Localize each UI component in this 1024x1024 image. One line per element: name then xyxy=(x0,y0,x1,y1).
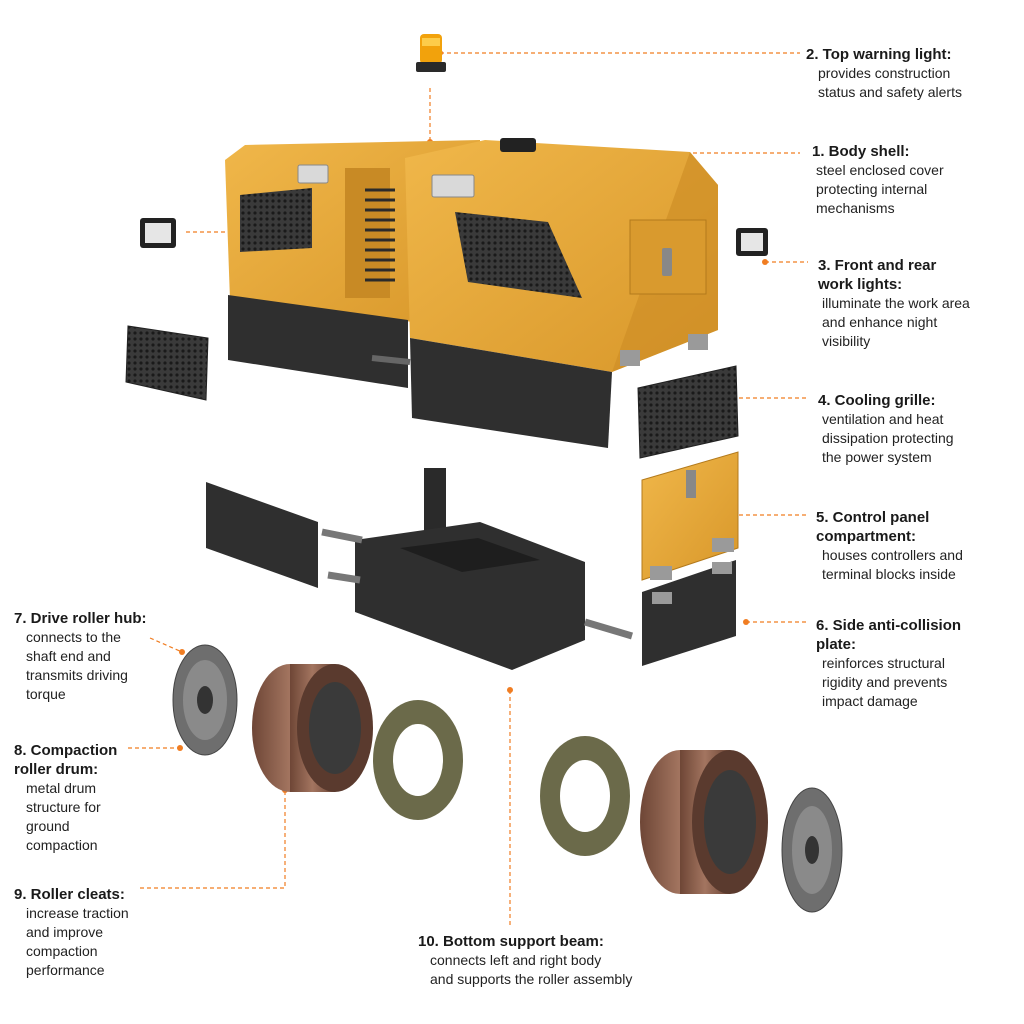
label-title: 3. Front and rear work lights: xyxy=(818,257,937,293)
cooling-grilles-graphic xyxy=(125,325,739,459)
work-lights-graphic xyxy=(140,218,768,256)
body-shell-graphic xyxy=(225,138,718,448)
label-compaction-drum: 8. Compaction roller drum: metal drum st… xyxy=(14,741,117,855)
roller-cleats-right xyxy=(540,736,630,856)
roller-cleats-left xyxy=(373,700,463,820)
label-desc: illuminate the work area and enhance nig… xyxy=(822,295,970,349)
label-drive-roller-hub: 7. Drive roller hub: connects to the sha… xyxy=(14,609,147,704)
label-support-beam: 10. Bottom support beam: connects left a… xyxy=(418,932,632,989)
anti-collision-plate-graphic xyxy=(642,560,736,666)
support-beam-graphic xyxy=(206,468,633,670)
label-title: 5. Control panel compartment: xyxy=(816,509,930,545)
label-cooling-grille: 4. Cooling grille: ventilation and heat … xyxy=(818,391,954,467)
label-top-warning-light: 2. Top warning light: provides construct… xyxy=(806,45,962,102)
label-desc: houses controllers and terminal blocks i… xyxy=(822,547,963,582)
label-anti-collision-plate: 6. Side anti-collision plate: reinforces… xyxy=(816,616,961,711)
label-title: 2. Top warning light: xyxy=(806,46,952,63)
label-title: 8. Compaction roller drum: xyxy=(14,742,118,778)
label-title: 4. Cooling grille: xyxy=(818,392,936,409)
label-control-panel: 5. Control panel compartment: houses con… xyxy=(816,508,963,584)
drive-roller-hub-right xyxy=(781,787,843,913)
label-desc: steel enclosed cover protecting internal… xyxy=(816,162,944,216)
label-title: 10. Bottom support beam: xyxy=(418,933,604,950)
label-body-shell: 1. Body shell: steel enclosed cover prot… xyxy=(812,142,944,218)
label-desc: provides construction status and safety … xyxy=(818,65,962,100)
label-desc: connects to the shaft end and transmits … xyxy=(26,629,128,702)
label-desc: reinforces structural rigidity and preve… xyxy=(822,655,948,709)
label-work-lights: 3. Front and rear work lights: illuminat… xyxy=(818,256,970,351)
label-title: 1. Body shell: xyxy=(812,143,910,160)
label-title: 7. Drive roller hub: xyxy=(14,610,147,627)
drive-roller-hub-left xyxy=(172,644,238,756)
label-desc: metal drum structure for ground compacti… xyxy=(26,780,101,853)
label-title: 9. Roller cleats: xyxy=(14,886,125,903)
label-roller-cleats: 9. Roller cleats: increase traction and … xyxy=(14,885,129,980)
compaction-drum-right xyxy=(640,750,768,894)
label-title: 6. Side anti-collision plate: xyxy=(816,617,962,653)
warning-light-graphic xyxy=(416,34,446,72)
label-desc: increase traction and improve compaction… xyxy=(26,905,129,978)
control-panel-graphic xyxy=(641,451,739,581)
label-desc: connects left and right body and support… xyxy=(430,952,633,987)
compaction-drum-left xyxy=(252,664,373,792)
label-desc: ventilation and heat dissipation protect… xyxy=(822,411,954,465)
